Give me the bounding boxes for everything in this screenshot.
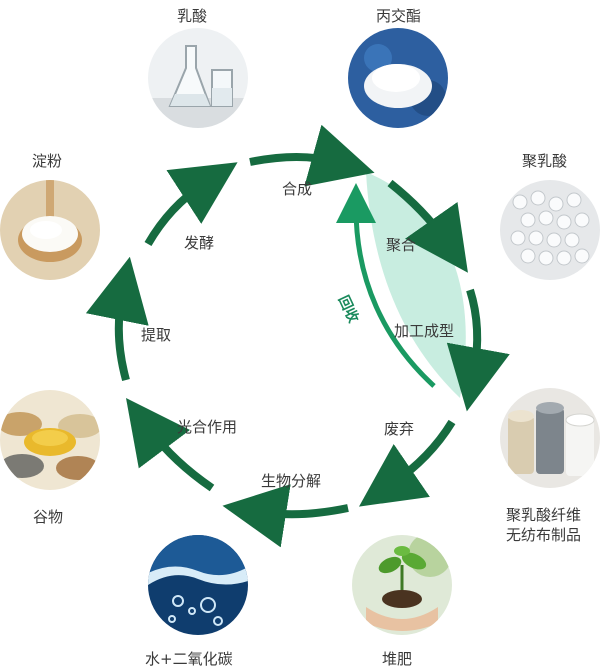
processing-lens xyxy=(366,172,466,398)
seedling-image xyxy=(352,535,452,635)
step-extraction: 提取 xyxy=(141,326,172,344)
label-grain: 谷物 xyxy=(33,508,64,526)
discard-arrow xyxy=(358,419,456,507)
synthesis-arrow xyxy=(249,124,375,187)
water-bubbles-image xyxy=(148,535,248,635)
pla-pellets-image xyxy=(500,180,600,280)
lab-flask-image xyxy=(148,28,248,128)
label-pla: 聚乳酸 xyxy=(522,152,568,170)
step-polymerization: 聚合 xyxy=(386,236,417,254)
white-powder-image xyxy=(348,28,448,128)
processing-arrow xyxy=(446,288,510,412)
recycle-arrow xyxy=(336,183,436,388)
nonwoven-rolls-image xyxy=(500,388,600,488)
label-pla-products-line2: 无纺布制品 xyxy=(506,526,582,544)
label-starch: 淀粉 xyxy=(32,152,63,170)
label-pla-products-line1: 聚乳酸纤维 xyxy=(506,506,582,524)
starch-spoon-image xyxy=(0,180,100,280)
step-synthesis: 合成 xyxy=(282,180,313,198)
label-lactic-acid: 乳酸 xyxy=(177,7,208,25)
step-photosynthesis: 光合作用 xyxy=(177,418,238,436)
step-processing: 加工成型 xyxy=(394,322,455,340)
fermentation-arrow xyxy=(144,162,238,247)
label-water-co2: 水+二氧化碳 xyxy=(145,650,233,668)
extraction-arrow xyxy=(85,256,149,382)
label-compost: 堆肥 xyxy=(382,650,413,668)
grain-image xyxy=(0,390,100,490)
polymerization-arrow xyxy=(387,179,468,273)
step-discard: 废弃 xyxy=(384,420,415,438)
photosynthesis-arrow xyxy=(125,398,215,492)
step-biodegradation: 生物分解 xyxy=(261,472,322,490)
label-lactide: 丙交酯 xyxy=(376,7,422,25)
step-fermentation: 发酵 xyxy=(184,234,215,252)
biodegradation-arrow xyxy=(222,484,349,548)
